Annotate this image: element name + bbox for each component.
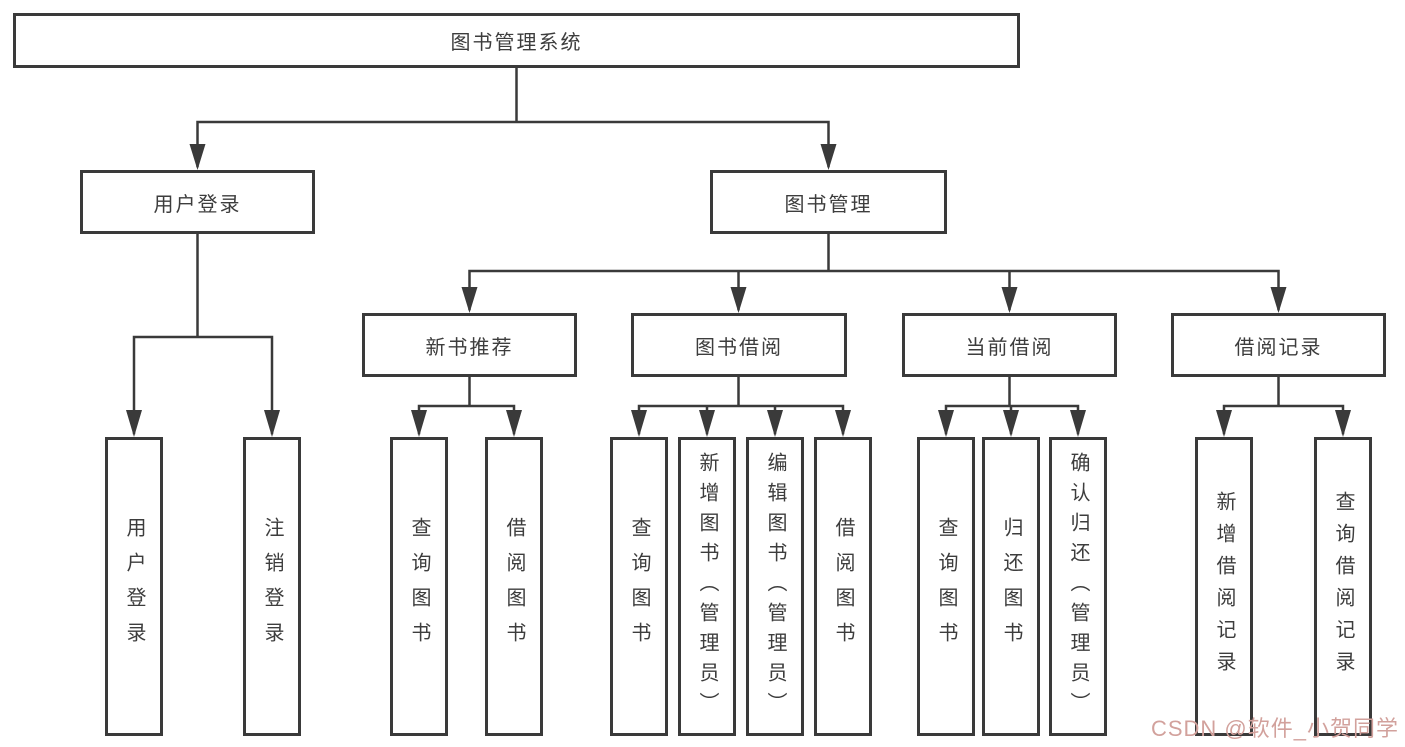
- leaf-user-login: 用户登录: [105, 437, 163, 736]
- node-borrowing-records: 借阅记录: [1171, 313, 1386, 377]
- node-book-borrowing: 图书借阅: [631, 313, 847, 377]
- leaf-logout: 注销登录: [243, 437, 301, 736]
- leaf-newbook-borrow-books-label: 借阅图书: [503, 516, 525, 657]
- node-book-management: 图书管理: [710, 170, 947, 234]
- leaf-records-query-borrow-record: 查询借阅记录: [1314, 437, 1372, 736]
- leaf-newbook-query-books: 查询图书: [390, 437, 448, 736]
- node-root-library-management-system: 图书管理系统: [13, 13, 1020, 68]
- leaf-current-return-books: 归还图书: [982, 437, 1040, 736]
- leaf-borrowing-edit-books-admin-label: 编辑图书（管理员）: [764, 451, 786, 722]
- leaf-current-confirm-return-admin: 确认归还（管理员）: [1049, 437, 1107, 736]
- leaf-current-return-books-label: 归还图书: [1000, 516, 1022, 657]
- node-user-login: 用户登录: [80, 170, 315, 234]
- leaf-records-query-borrow-record-label: 查询借阅记录: [1332, 490, 1354, 683]
- leaf-user-login-label: 用户登录: [123, 516, 145, 657]
- leaf-current-query-books-label: 查询图书: [935, 516, 957, 657]
- leaf-current-query-books: 查询图书: [917, 437, 975, 736]
- leaf-borrowing-borrow-books-label: 借阅图书: [832, 516, 854, 657]
- leaf-newbook-query-books-label: 查询图书: [408, 516, 430, 657]
- arrowheads: [126, 144, 1351, 437]
- leaf-borrowing-borrow-books: 借阅图书: [814, 437, 872, 736]
- leaf-records-add-borrow-record: 新增借阅记录: [1195, 437, 1253, 736]
- leaf-borrowing-query-books-label: 查询图书: [628, 516, 650, 657]
- leaf-logout-label: 注销登录: [261, 516, 283, 657]
- leaf-records-add-borrow-record-label: 新增借阅记录: [1213, 490, 1235, 683]
- leaf-borrowing-add-books-admin: 新增图书（管理员）: [678, 437, 736, 736]
- connector-lines: [132, 66, 1345, 435]
- node-new-book-recommend: 新书推荐: [362, 313, 577, 377]
- leaf-borrowing-edit-books-admin: 编辑图书（管理员）: [746, 437, 804, 736]
- leaf-borrowing-query-books: 查询图书: [610, 437, 668, 736]
- leaf-current-confirm-return-admin-label: 确认归还（管理员）: [1067, 451, 1089, 722]
- node-current-borrowing: 当前借阅: [902, 313, 1117, 377]
- csdn-watermark: CSDN @软件_小贺同学: [1150, 716, 1399, 741]
- leaf-borrowing-add-books-admin-label: 新增图书（管理员）: [696, 451, 718, 722]
- leaf-newbook-borrow-books: 借阅图书: [485, 437, 543, 736]
